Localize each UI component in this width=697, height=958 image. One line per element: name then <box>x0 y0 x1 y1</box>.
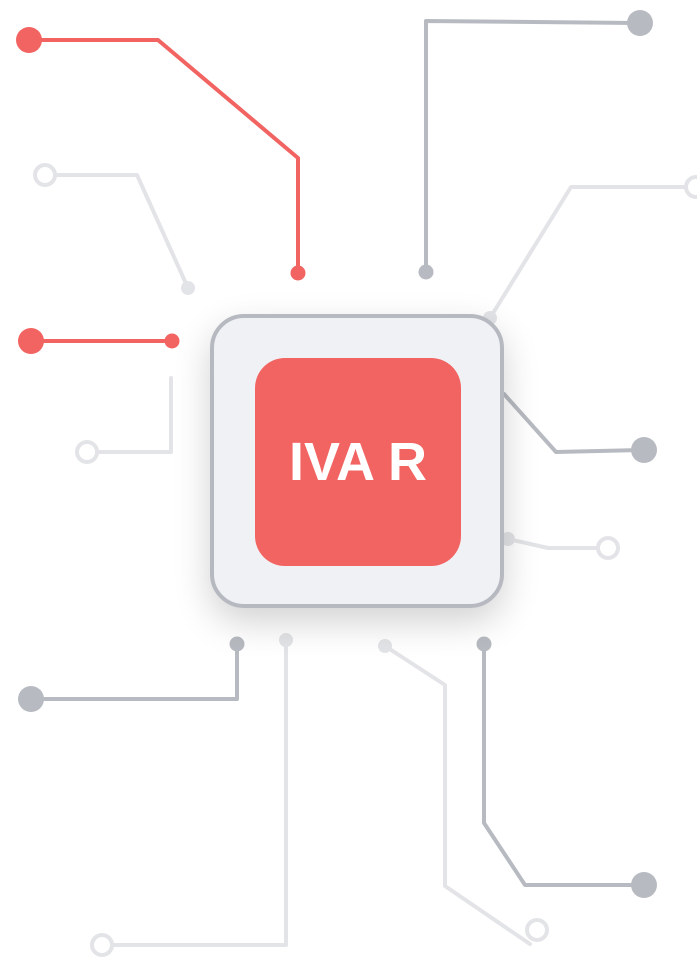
dot-bottom-dark-right <box>476 636 492 652</box>
terminal-dark-top-right <box>627 10 653 36</box>
trace-right-mid-dark <box>502 392 646 454</box>
dot-bottom-light-left <box>279 633 293 647</box>
dot-top-dark <box>418 264 434 280</box>
chip-body: IVA R <box>210 314 504 608</box>
trace-bottom-right-light <box>383 644 532 946</box>
terminal-red-left <box>18 328 44 354</box>
dot-bottom-dark-left <box>229 636 245 652</box>
trace-top-dark <box>424 19 642 274</box>
ring-right-upper <box>684 175 697 199</box>
dot-top-red <box>290 265 306 281</box>
ring-right-lower <box>596 536 620 560</box>
ring-left-mid <box>75 440 99 464</box>
trace-bottom-left-dark <box>29 642 239 701</box>
trace-right-lower-light <box>506 537 610 550</box>
trace-top-left-red <box>27 38 300 275</box>
trace-bottom-right-dark <box>482 642 646 887</box>
terminal-red-top <box>16 27 42 53</box>
chip-label: IVA R <box>288 432 427 492</box>
trace-right-upper-light <box>488 185 697 320</box>
terminal-rings <box>33 163 697 957</box>
terminal-dark-bottom-left <box>18 686 44 712</box>
terminal-dots <box>16 10 657 898</box>
ring-top-left <box>33 163 57 187</box>
connector-dots <box>164 264 515 653</box>
dot-left-red <box>164 333 180 349</box>
trace-left-mid-light <box>85 376 173 454</box>
dot-bottom-light-right <box>378 639 392 653</box>
terminal-dark-right <box>631 437 657 463</box>
chip-core: IVA R <box>255 358 461 566</box>
trace-bottom-left-light <box>100 638 288 947</box>
dot-right-lower-light <box>501 532 515 546</box>
trace-top-left-light <box>43 173 190 290</box>
ring-bottom-left <box>90 933 114 957</box>
dot-top-left-light <box>181 281 195 295</box>
ring-bottom-right <box>525 918 549 942</box>
terminal-dark-bottom-right <box>631 872 657 898</box>
